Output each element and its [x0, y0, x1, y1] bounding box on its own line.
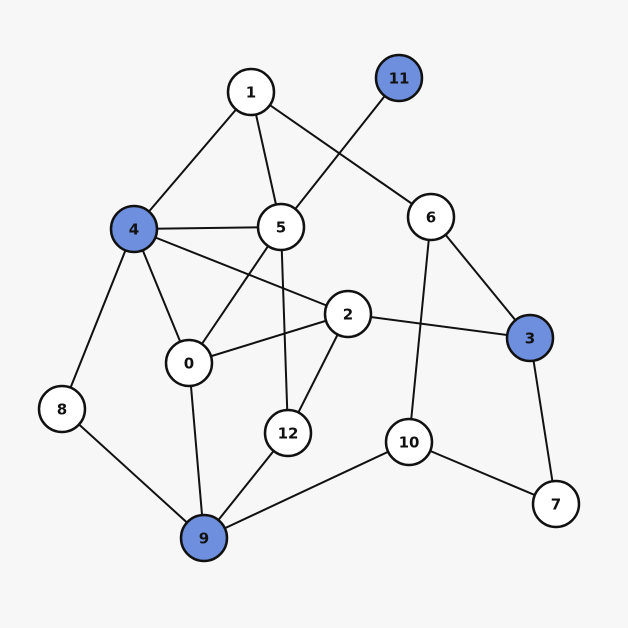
graph-edge-3-7	[529, 337, 557, 505]
graph-node-11[interactable]: 11	[374, 53, 424, 103]
node-circle-12[interactable]	[263, 408, 313, 458]
graph-node-2[interactable]: 2	[323, 289, 373, 339]
node-circle-2[interactable]	[323, 289, 373, 339]
node-circle-10[interactable]	[384, 417, 434, 467]
graph-node-9[interactable]: 9	[179, 513, 229, 563]
graph-edge-2-4	[133, 228, 349, 315]
graph-edge-5-12	[280, 226, 289, 434]
graph-edge-8-9	[61, 408, 205, 539]
graph-edge-4-8	[61, 228, 135, 410]
graph-node-1[interactable]: 1	[226, 67, 276, 117]
node-circle-3[interactable]	[505, 313, 555, 363]
graph-edge-1-6	[250, 91, 432, 218]
graph-node-4[interactable]: 4	[109, 204, 159, 254]
graph-edge-5-11	[280, 77, 400, 228]
node-circle-11[interactable]	[374, 53, 424, 103]
node-circle-7[interactable]	[531, 479, 581, 529]
graph-edge-6-10	[408, 216, 432, 443]
graph-edge-0-9	[188, 362, 205, 539]
graph-edge-10-7	[408, 441, 557, 505]
graph-edge-9-10	[203, 441, 410, 539]
graph-edge-3-6	[430, 216, 531, 339]
node-circle-0[interactable]	[164, 338, 214, 388]
node-circle-6[interactable]	[406, 192, 456, 242]
graph-node-3[interactable]: 3	[505, 313, 555, 363]
edge-layer	[61, 77, 557, 539]
graph-edge-4-5	[133, 226, 282, 230]
graph-node-0[interactable]: 0	[164, 338, 214, 388]
node-circle-9[interactable]	[179, 513, 229, 563]
graph-edge-1-4	[133, 91, 252, 230]
graph-edge-0-2	[188, 313, 349, 364]
graph-node-8[interactable]: 8	[37, 384, 87, 434]
node-circle-4[interactable]	[109, 204, 159, 254]
graph-edge-2-3	[347, 313, 531, 339]
graph-node-10[interactable]: 10	[384, 417, 434, 467]
node-circle-5[interactable]	[256, 202, 306, 252]
graph-edge-0-5	[188, 226, 282, 364]
node-circle-8[interactable]	[37, 384, 87, 434]
graph-node-7[interactable]: 7	[531, 479, 581, 529]
graph-node-5[interactable]: 5	[256, 202, 306, 252]
graph-node-6[interactable]: 6	[406, 192, 456, 242]
graph-node-12[interactable]: 12	[263, 408, 313, 458]
node-circle-1[interactable]	[226, 67, 276, 117]
